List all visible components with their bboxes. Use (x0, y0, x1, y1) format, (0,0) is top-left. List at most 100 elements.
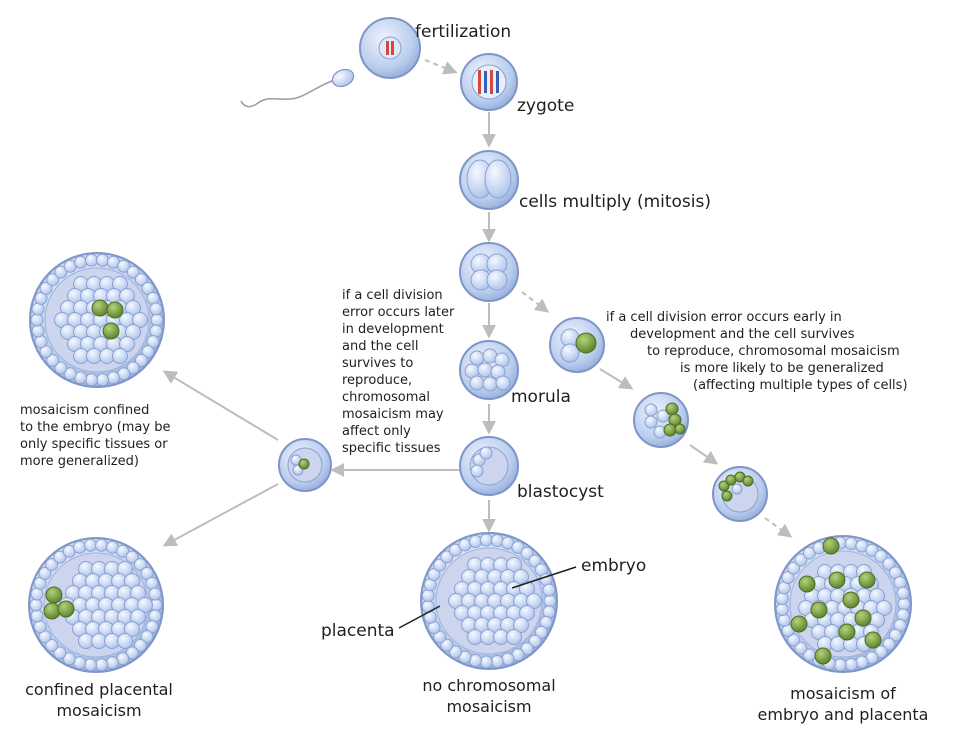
mosaic-cell (57, 600, 75, 618)
blastocyst-embryo-mosaic (29, 252, 165, 388)
trophoblast-cell (96, 373, 110, 387)
trophoblast-cell (125, 646, 139, 660)
mosaic-cell (45, 586, 63, 604)
note-late-error: if a cell division error occurs later in… (342, 288, 455, 456)
note-late-line: affect only (342, 424, 411, 439)
mosaic-cell (810, 601, 828, 619)
trophoblast-cell (33, 620, 47, 634)
trophoblast-cell (30, 313, 44, 327)
mosaic-cell (822, 537, 840, 555)
label-placenta: placenta (321, 621, 395, 641)
trophoblast-cell (63, 367, 77, 381)
note-early-line: to reproduce, chromosomal mosaicism (647, 344, 900, 359)
inner-cell (513, 617, 529, 633)
note-late-line: and the cell (342, 339, 418, 354)
trophoblast-cell (84, 253, 98, 267)
blastocyst-no-mosaic (420, 532, 558, 670)
trophoblast-cell (775, 602, 789, 616)
trophoblast-cell (501, 652, 515, 666)
outcome-both-line: mosaicism of (790, 684, 896, 703)
trophoblast-cell (440, 638, 454, 652)
trophoblast-cell (781, 571, 795, 585)
trophoblast-cell (45, 558, 59, 572)
egg-cell (359, 17, 421, 79)
four-cell-stage (459, 242, 519, 302)
trophoblast-cell (133, 558, 147, 572)
trophoblast-cell (149, 302, 163, 316)
trophoblast-cell (440, 550, 454, 564)
trophoblast-cell (141, 345, 155, 359)
trophoblast-cell (126, 265, 140, 279)
note-late-line: chromosomal (342, 390, 430, 405)
zygote-cell (460, 53, 518, 111)
trophoblast-cell (106, 371, 120, 385)
trophoblast-cell (542, 583, 556, 597)
trophoblast-cell (54, 265, 68, 279)
note-embryo-line: more generalized) (20, 454, 139, 469)
label-blastocyst: blastocyst (517, 482, 604, 502)
inner-cell (526, 593, 542, 609)
trophoblast-cell (117, 259, 131, 273)
trophoblast-cell (520, 642, 534, 656)
inner-cell (876, 600, 892, 616)
inner-cell (132, 312, 148, 328)
arrow-left-to-embryo (162, 370, 279, 441)
trophoblast-cell (490, 654, 504, 668)
mosaic-cell (106, 301, 124, 319)
trophoblast-cell (95, 538, 109, 552)
mosaic-cell (91, 299, 109, 317)
trophoblast-cell (45, 638, 59, 652)
mosaic-cell (43, 602, 61, 620)
trophoblast-cell (534, 625, 548, 639)
note-early-line: (affecting multiple types of cells) (693, 378, 908, 393)
outcome-placental-line: confined placental (25, 680, 173, 699)
trophoblast-cell (148, 587, 162, 601)
inner-cell (137, 597, 153, 613)
note-late-line: mosaicism may (342, 407, 444, 422)
note-late-line: reproduce, (342, 373, 412, 388)
trophoblast-cell (74, 255, 88, 269)
inner-cell (506, 629, 522, 645)
trophoblast-cell (844, 537, 858, 551)
trophoblast-cell (116, 544, 130, 558)
label-fertilization: fertilization (415, 22, 511, 42)
trophoblast-cell (133, 638, 147, 652)
trophoblast-cell (105, 656, 119, 670)
note-early-error: if a cell division error occurs early in… (606, 310, 908, 393)
outcome-both: mosaicism of embryo and placenta (758, 684, 929, 724)
blastocyst-embryo-placenta-mosaic (774, 535, 912, 673)
outcome-none-line: no chromosomal (422, 676, 555, 695)
inner-cell (124, 621, 140, 637)
mosaic-cell (828, 571, 846, 589)
note-embryo-line: to the embryo (may be (20, 420, 170, 435)
trophoblast-cell (874, 645, 888, 659)
trophoblast-cell (29, 598, 43, 612)
inner-cell (112, 348, 128, 364)
trophoblast-cell (882, 557, 896, 571)
note-late-line: if a cell division (342, 288, 443, 303)
arrow-early-3 (764, 517, 793, 538)
note-early-line: is more likely to be generalized (680, 361, 884, 376)
trophoblast-cell (833, 658, 847, 672)
note-embryo-line: mosaicism confined (20, 403, 149, 418)
trophoblast-cell (134, 353, 148, 367)
trophoblast-cell (777, 613, 791, 627)
trophoblast-cell (126, 361, 140, 375)
trophoblast-cell (53, 550, 67, 564)
trophoblast-cell (30, 587, 44, 601)
trophoblast-cell (888, 628, 902, 642)
trophoblast-cell (787, 561, 801, 575)
trophoblast-cell (140, 630, 154, 644)
trophoblast-cell (433, 558, 447, 572)
trophoblast-cell (146, 291, 160, 305)
mosaic-cell (858, 571, 876, 589)
trophoblast-cell (427, 568, 441, 582)
trophoblast-cell (896, 586, 910, 600)
trophoblast-cell (46, 273, 60, 287)
trophoblast-cell (787, 633, 801, 647)
trophoblast-cell (433, 630, 447, 644)
trophoblast-cell (855, 655, 869, 669)
embryo-pointer (511, 566, 577, 589)
label-zygote: zygote (517, 96, 574, 116)
